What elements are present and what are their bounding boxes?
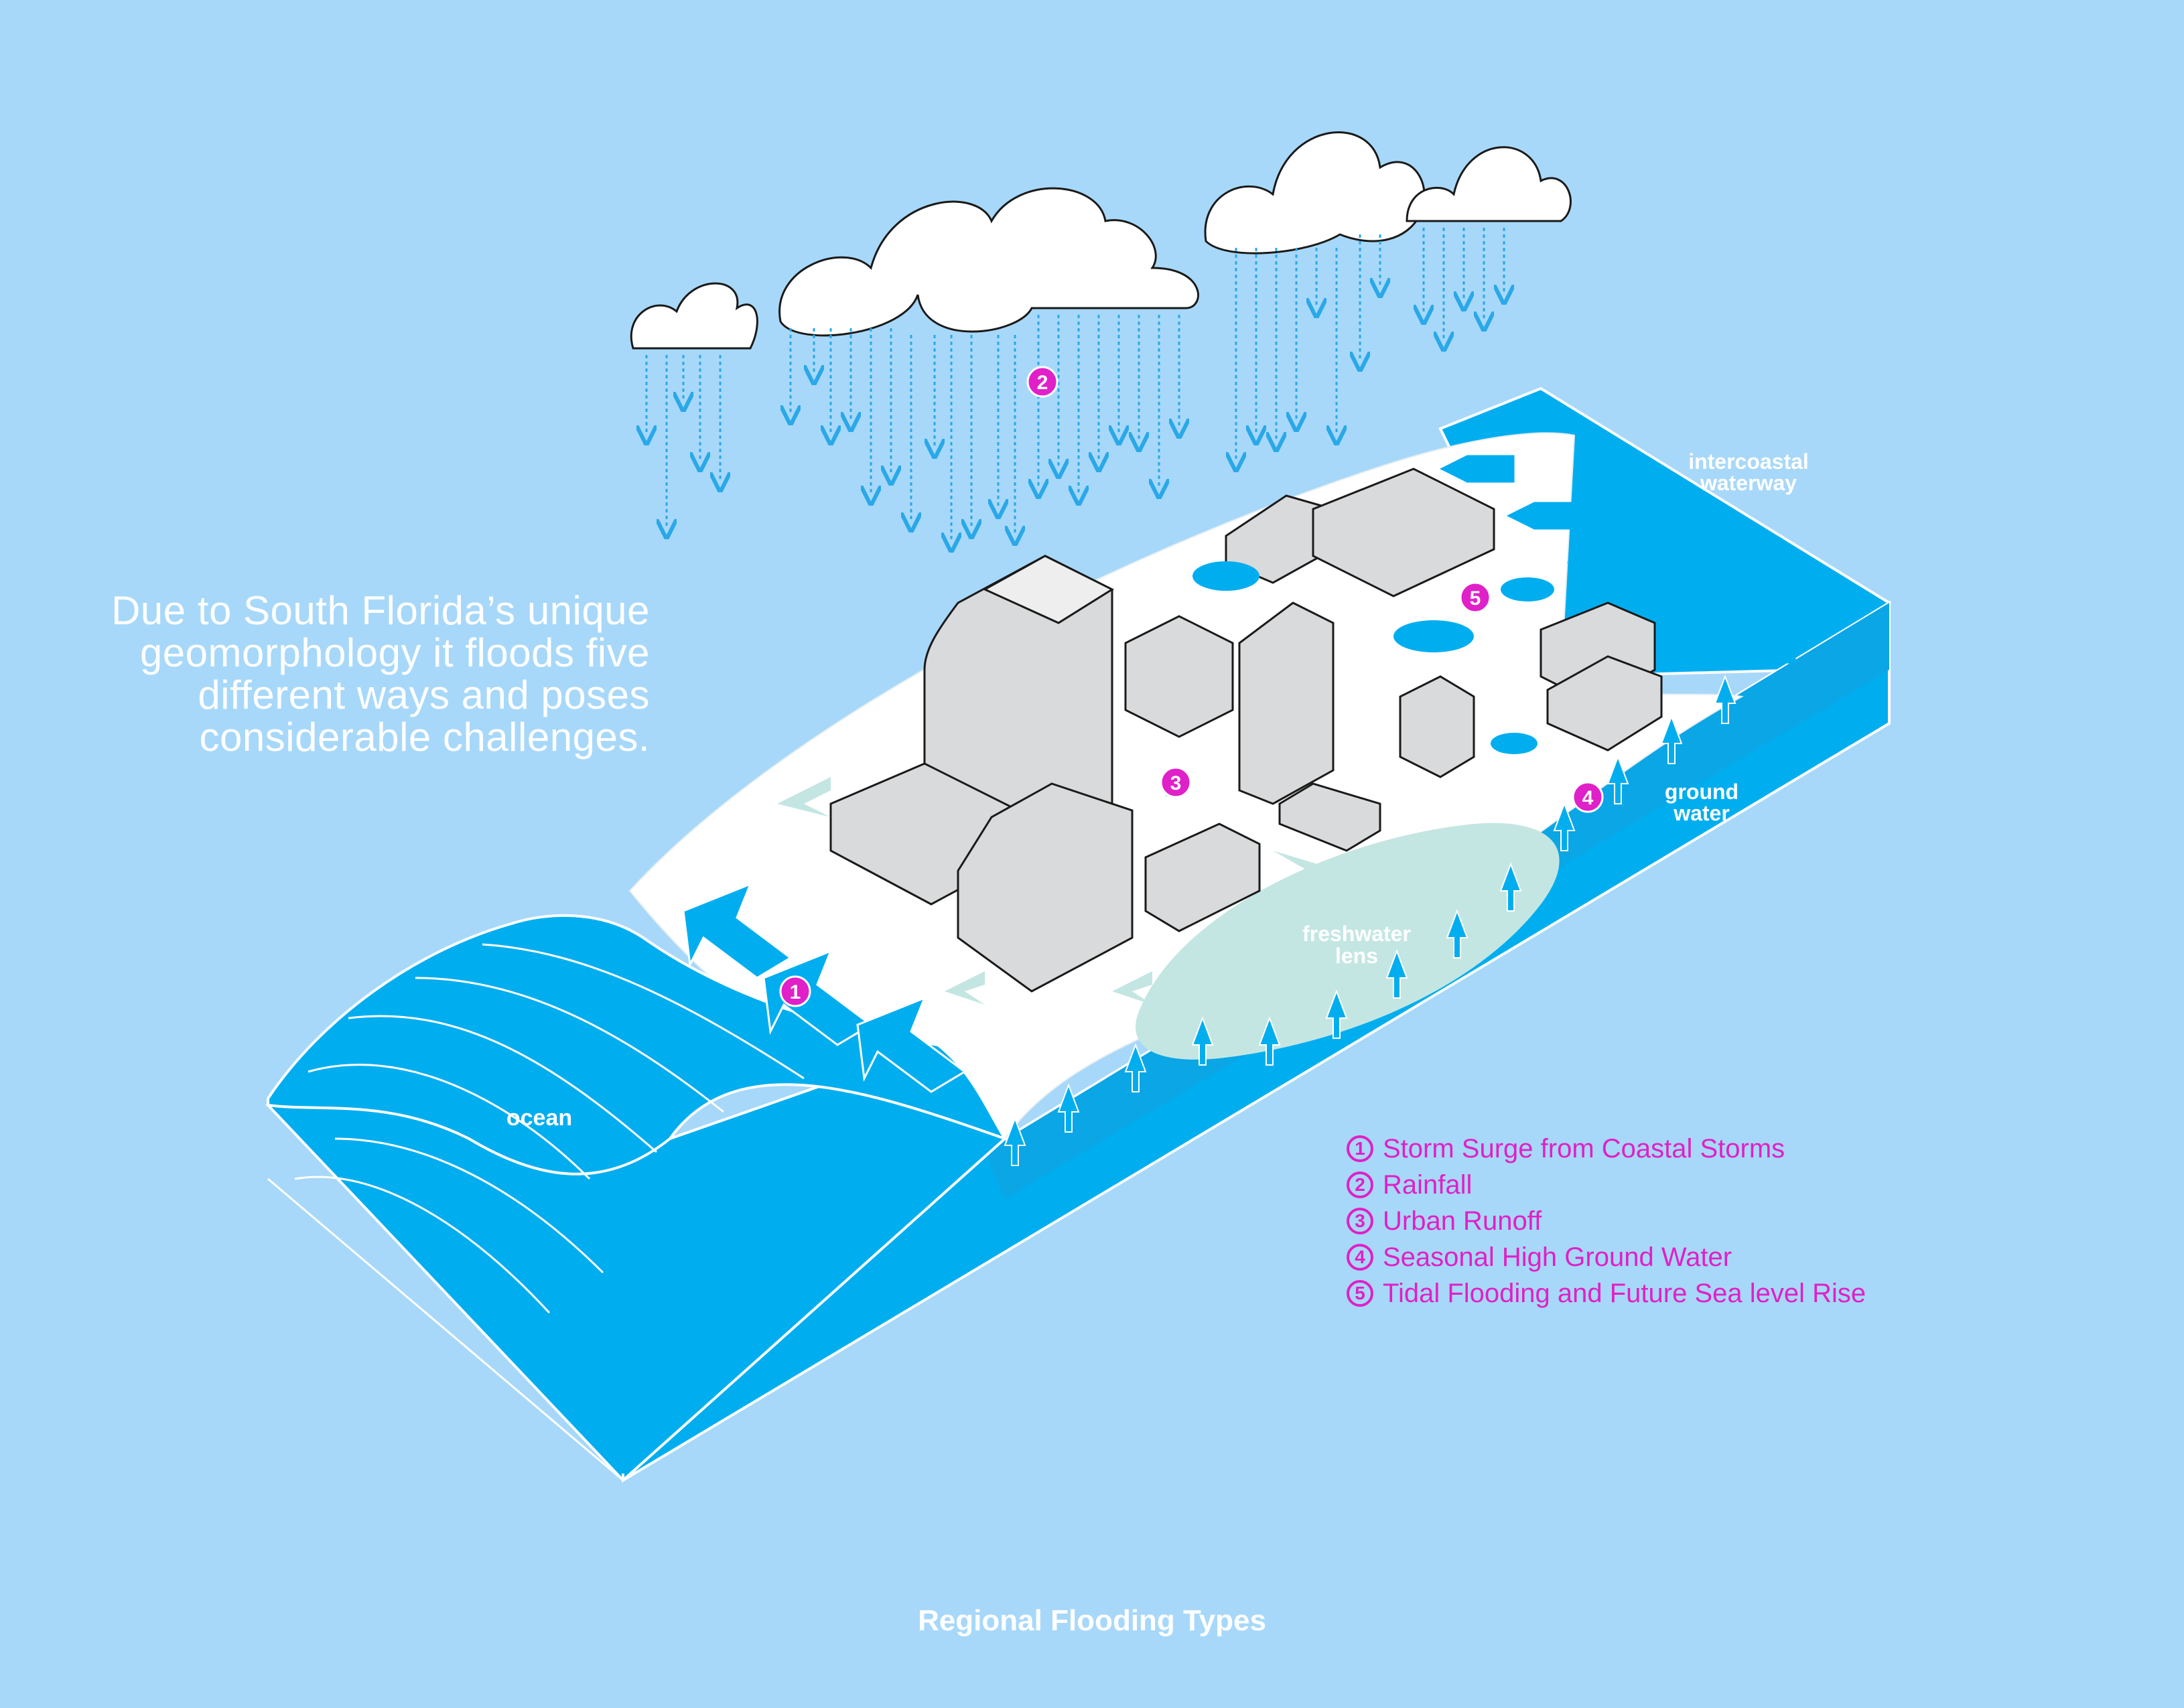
freshwater-lens <box>1136 823 1560 1060</box>
intercoastal-label-line2: waterway <box>1700 471 1797 495</box>
freshwater-lens-label-line1: freshwater <box>1302 922 1411 946</box>
groundwater-label-line2: water <box>1673 801 1730 825</box>
up-arrow-icon <box>1258 1016 1281 1066</box>
intro-line: geomorphology it floods five <box>139 630 650 675</box>
up-arrow-icon <box>1714 674 1736 724</box>
marker-2: 2 <box>1026 366 1059 398</box>
legend: 1 Storm Surge from Coastal Storms 2 Rain… <box>1347 1131 1866 1311</box>
marker-4-label: 4 <box>1582 787 1594 809</box>
building-block <box>1144 823 1261 932</box>
up-arrow-icon <box>1004 1117 1026 1166</box>
groundwater-label-line1: ground <box>1665 780 1738 804</box>
up-arrow-icon <box>1607 755 1629 804</box>
tide-arrow-icon <box>1720 636 1796 664</box>
intro-line: Due to South Florida’s unique <box>111 588 650 633</box>
surge-arrow-icon <box>682 882 793 979</box>
legend-item: 2 Rainfall <box>1347 1167 1866 1203</box>
legend-item: 1 Storm Surge from Coastal Storms <box>1347 1131 1866 1167</box>
marker-5: 5 <box>1459 581 1491 614</box>
marker-1-label: 1 <box>790 981 801 1003</box>
intercoastal-arrows <box>1439 455 1796 664</box>
intercoastal-label-line1: intercoastal <box>1688 449 1809 474</box>
building-block <box>1124 615 1234 738</box>
ocean-label: ocean <box>506 1105 572 1131</box>
marker-2-label: 2 <box>1037 372 1048 394</box>
legend-label: Rainfall <box>1383 1169 1473 1200</box>
intro-line: different ways and poses <box>198 672 650 717</box>
building-block <box>1399 675 1475 778</box>
legend-number: 1 <box>1347 1135 1373 1162</box>
diagram-caption: Regional Flooding Types <box>918 1604 1266 1637</box>
buildings <box>829 468 1663 993</box>
surge-arrow-icon <box>762 949 873 1046</box>
surge-arrow-icon <box>856 996 967 1093</box>
legend-item: 3 Urban Runoff <box>1347 1203 1866 1239</box>
cloud-icon <box>1406 146 1572 222</box>
up-arrow-icon <box>1325 989 1348 1039</box>
up-arrow-icon <box>1191 1016 1214 1066</box>
up-arrow-icon <box>1553 802 1576 851</box>
cloud-icon <box>778 187 1199 337</box>
building-slab-tower <box>1238 601 1335 805</box>
marker-3: 3 <box>1160 766 1192 798</box>
storm-surge-arrows <box>682 882 967 1093</box>
marker-4: 4 <box>1572 781 1604 813</box>
legend-number: 5 <box>1347 1280 1373 1307</box>
legend-label: Tidal Flooding and Future Sea level Rise <box>1383 1278 1866 1308</box>
up-arrow-icon <box>1057 1083 1080 1133</box>
tide-arrow-icon <box>1506 502 1582 530</box>
building-block <box>1278 782 1381 852</box>
cloud-icon <box>630 282 758 350</box>
legend-label: Storm Surge from Coastal Storms <box>1383 1133 1785 1163</box>
legend-item: 5 Tidal Flooding and Future Sea level Ri… <box>1347 1275 1866 1311</box>
up-arrow-icon <box>1124 1043 1147 1092</box>
legend-number: 2 <box>1347 1171 1373 1198</box>
legend-number: 3 <box>1347 1208 1373 1234</box>
runoff-arrows <box>777 770 1340 1005</box>
legend-number: 4 <box>1347 1244 1373 1271</box>
up-arrow-icon <box>1499 862 1522 912</box>
cloud-icon <box>1204 131 1426 255</box>
tidal-ponds <box>1192 561 1554 754</box>
block-edge-line <box>267 1178 624 1482</box>
marker-3-label: 3 <box>1170 772 1182 794</box>
groundwater-arrows <box>1004 674 1736 1166</box>
up-arrow-icon <box>1446 909 1469 958</box>
runoff-arrow-icon <box>777 777 831 817</box>
tide-arrow-icon <box>1566 549 1642 577</box>
tide-arrow-icon <box>1653 589 1729 617</box>
legend-label: Urban Runoff <box>1383 1206 1542 1236</box>
marker-1: 1 <box>779 975 811 1007</box>
clouds <box>630 131 1572 350</box>
marker-5-label: 5 <box>1470 587 1481 610</box>
building-block <box>1312 468 1495 597</box>
runoff-arrow-icon <box>1273 851 1340 877</box>
runoff-arrow-icon <box>945 971 985 1005</box>
tide-arrow-icon <box>1439 455 1515 483</box>
legend-item: 4 Seasonal High Ground Water <box>1347 1239 1866 1275</box>
intro-line: considerable challenges. <box>199 715 650 760</box>
island-block <box>265 386 1892 1483</box>
legend-label: Seasonal High Ground Water <box>1383 1242 1732 1272</box>
building-stepped <box>957 782 1134 993</box>
freshwater-lens-label-line2: lens <box>1335 944 1378 968</box>
building-block <box>1546 655 1663 752</box>
runoff-arrow-icon <box>1112 971 1152 1005</box>
up-arrow-icon <box>1660 715 1683 764</box>
intro-text: Due to South Florida’s unique geomorphol… <box>80 589 650 758</box>
rainfall <box>646 228 1504 543</box>
up-arrow-icon <box>1385 949 1408 999</box>
